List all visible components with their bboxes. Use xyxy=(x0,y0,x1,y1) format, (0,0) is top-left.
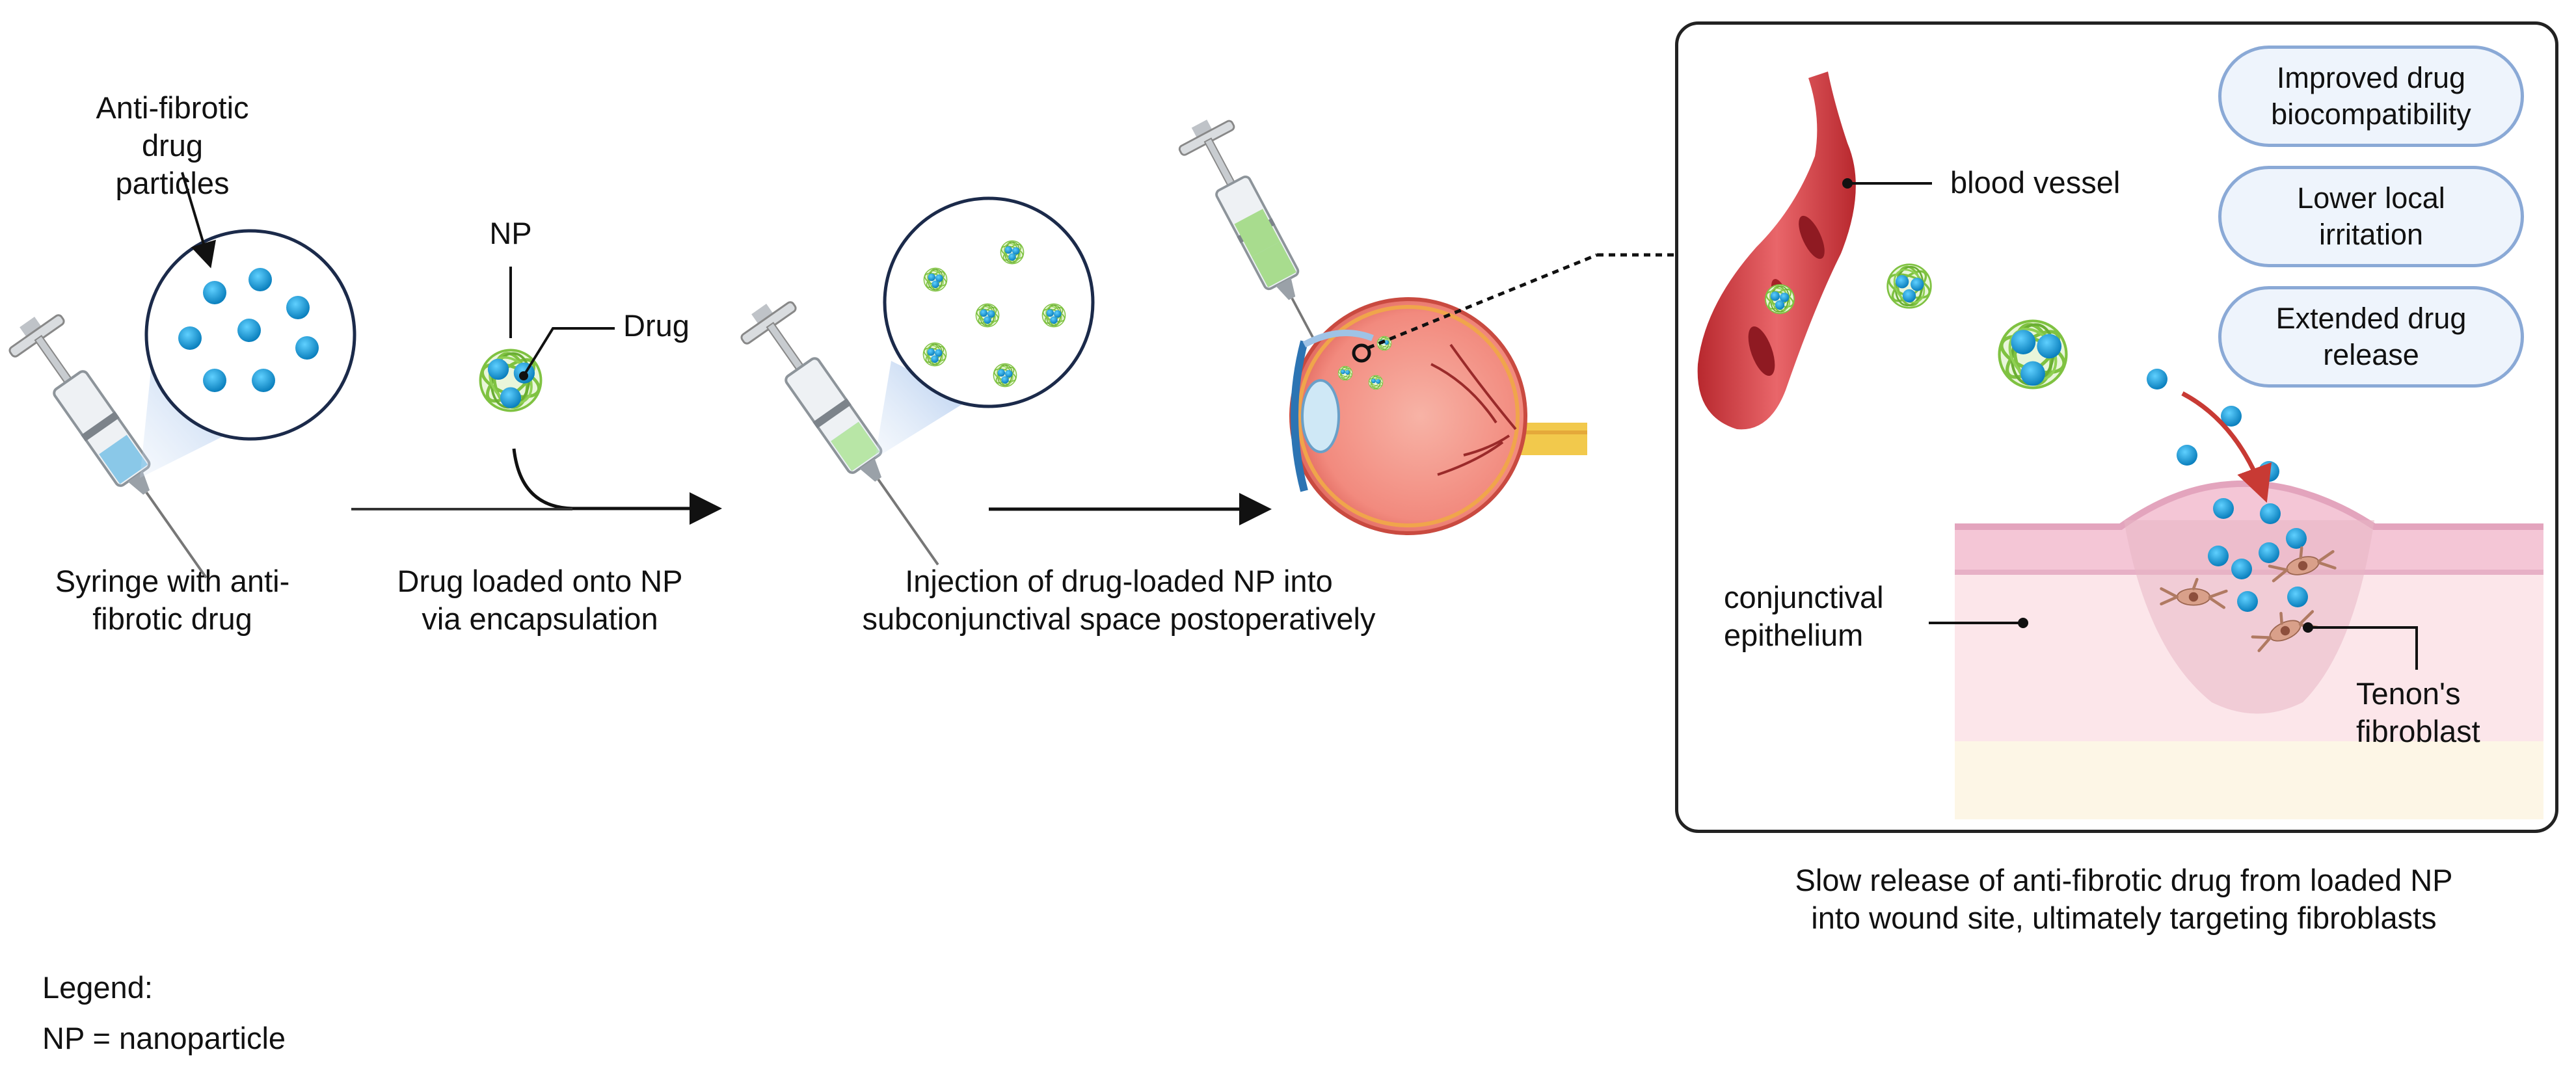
blood-vessel-label: blood vessel xyxy=(1950,165,2121,200)
benefit-pill-release: Extended drug release xyxy=(2218,286,2524,388)
legend-title: Legend: xyxy=(42,970,153,1005)
fibroblast-pointer-line xyxy=(2308,626,2418,670)
step4-caption: Slow release of anti-fibrotic drug from … xyxy=(1795,863,2453,935)
anti-fibrotic-particles-label: Anti-fibrotic drug particles xyxy=(96,90,249,200)
release-arrow xyxy=(2181,391,2272,503)
step3-syringe-icon xyxy=(732,289,965,584)
step3-caption: Injection of drug-loaded NP into subconj… xyxy=(862,564,1376,636)
drug-label: Drug xyxy=(623,308,690,343)
step3-zoom-cone xyxy=(875,361,969,458)
np-label: NP xyxy=(489,216,532,250)
conjunctival-epithelium-label: conjunctival epithelium xyxy=(1724,580,1884,652)
np-to-injection-arrow xyxy=(512,448,722,525)
benefit-pill-biocompatibility: Improved drug biocompatibility xyxy=(2218,46,2524,147)
blood-vessel-icon xyxy=(1697,72,1856,430)
step2-caption: Drug loaded onto NP via encapsulation xyxy=(397,564,683,636)
np-release-large xyxy=(1997,321,2069,389)
eye-syringe-icon xyxy=(1172,108,1366,401)
tenons-fibroblast-label: Tenon's fibroblast xyxy=(2356,676,2480,748)
legend-entry: NP = nanoparticle xyxy=(42,1021,286,1055)
step1-caption: Syringe with anti- fibrotic drug xyxy=(55,564,290,636)
np-release-medium xyxy=(1885,263,1934,310)
loaded-np-magnifier xyxy=(883,196,1095,408)
drug-particles-magnifier xyxy=(144,229,356,441)
zoom-dotted-line xyxy=(1367,253,1598,350)
eye-anatomy-icon xyxy=(1289,297,1587,535)
particles-pointer-arrow xyxy=(181,172,216,269)
wound-site-panel xyxy=(1675,21,2558,833)
drug-pointer-line xyxy=(522,327,615,377)
benefit-pill-irritation: Lower local irritation xyxy=(2218,166,2524,267)
